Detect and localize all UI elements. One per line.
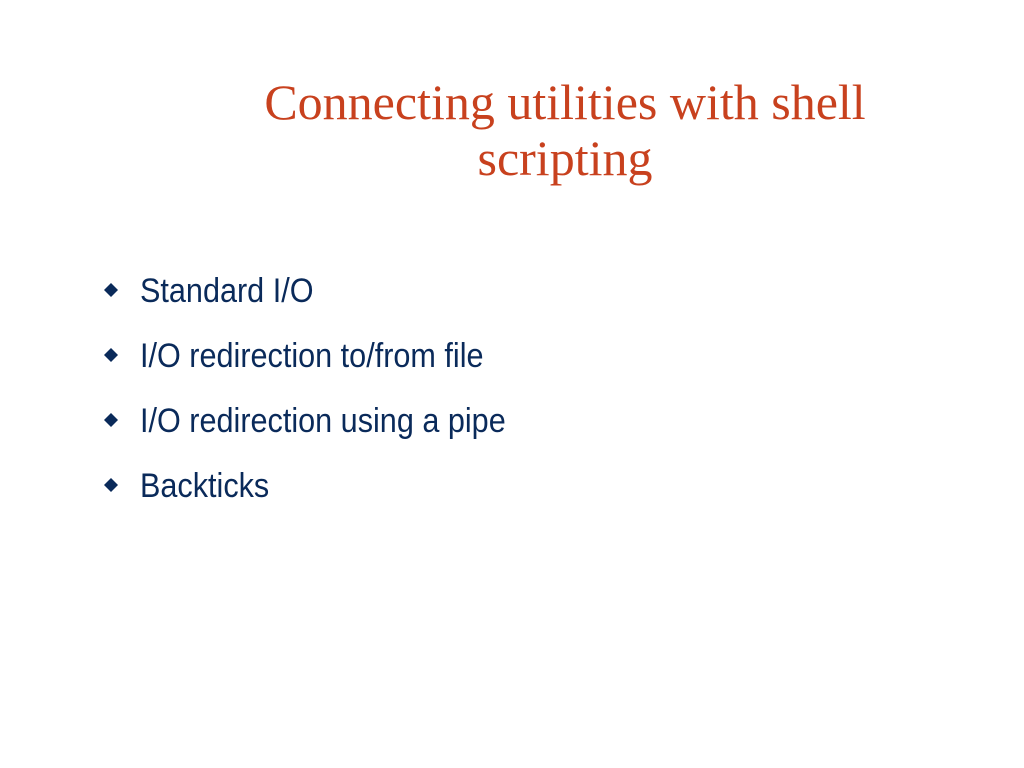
bullet-item: Standard I/O [104,259,546,324]
diamond-bullet-icon [104,347,118,362]
bullet-list: Standard I/O I/O redirection to/from fil… [104,259,546,519]
slide-title-line-2: scripting [477,130,653,186]
bullet-text: Backticks [140,467,270,505]
bullet-text: I/O redirection using a pipe [140,402,506,440]
diamond-bullet-icon [104,477,118,492]
diamond-bullet-icon [104,282,118,297]
bullet-text: I/O redirection to/from file [140,337,484,375]
bullet-text: Standard I/O [140,272,314,310]
bullet-item: Backticks [104,454,546,519]
slide-title-line-1: Connecting utilities with shell [264,74,866,130]
bullet-item: I/O redirection using a pipe [104,389,546,454]
bullet-item: I/O redirection to/from file [104,324,546,389]
diamond-bullet-icon [104,412,118,427]
slide-title: Connecting utilities with shell scriptin… [175,74,955,186]
